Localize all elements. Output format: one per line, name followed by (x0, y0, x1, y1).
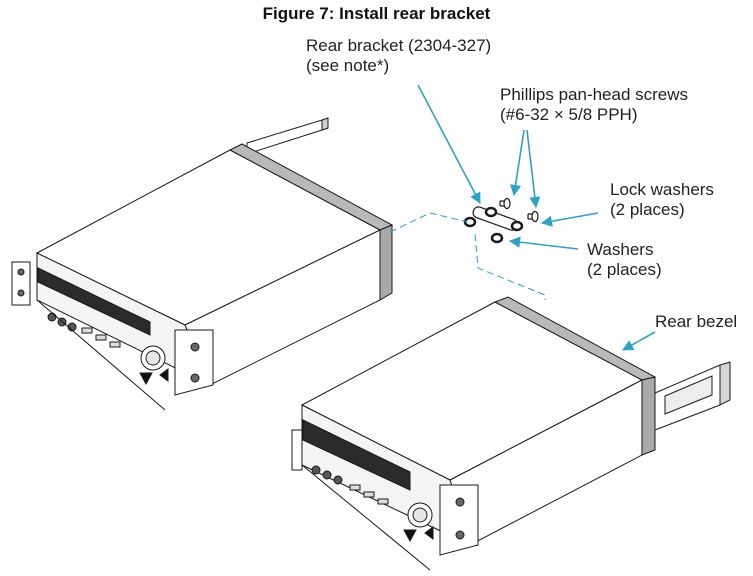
upper-right-rack-ear (174, 329, 214, 396)
lower-keypad (311, 465, 389, 505)
rear-bezel-label: Rear bezel (655, 312, 738, 331)
lower-instrument (291, 296, 731, 571)
lock-washers-label: Lock washers (2 places) (610, 180, 714, 220)
lock-washers-label-line1: Lock washers (610, 180, 714, 199)
washer-right (490, 232, 504, 244)
screws-label-line2: (#6-32 × 5/8 PPH) (500, 105, 638, 124)
lock-washers-label-line2: (2 places) (610, 200, 685, 219)
screw-left (499, 197, 511, 210)
washer-left (463, 216, 477, 228)
screws-label: Phillips pan-head screws (#6-32 × 5/8 PP… (500, 85, 688, 125)
screw-arrow-right (526, 129, 541, 209)
washer-arrow (508, 236, 579, 250)
screws-label-line1: Phillips pan-head screws (500, 85, 689, 104)
rear-bracket-label: Rear bracket (2304-327) (see note*) (306, 36, 491, 76)
callout-arrows (417, 84, 656, 351)
washers-label-line1: Washers (587, 240, 654, 259)
upper-display (37, 267, 151, 336)
screw-right (527, 210, 539, 223)
rear-bracket-arrow (417, 84, 481, 204)
lower-right-rack-ear (439, 484, 479, 556)
lock-washer-right (510, 220, 524, 232)
washers-label-line2: (2 places) (587, 260, 662, 279)
figure-title: Figure 7: Install rear bracket (262, 4, 491, 23)
rear-bezel-arrow (622, 331, 656, 351)
lower-display (302, 419, 411, 491)
upper-instrument (11, 117, 394, 411)
upper-rear-rail (246, 119, 323, 155)
lock-washer-left (484, 206, 498, 218)
rear-bracket-label-line1: Rear bracket (2304-327) (306, 36, 492, 55)
washers-label: Washers (2 places) (587, 240, 662, 280)
alignment-lines (389, 212, 546, 300)
bracket-hardware (463, 197, 539, 244)
screw-arrow-left (509, 129, 525, 197)
rear-bracket-label-line2: (see note*) (306, 56, 390, 75)
upper-left-rack-ear (11, 261, 31, 306)
lock-washer-arrow (540, 212, 599, 227)
lower-left-rack-ear (291, 429, 303, 471)
